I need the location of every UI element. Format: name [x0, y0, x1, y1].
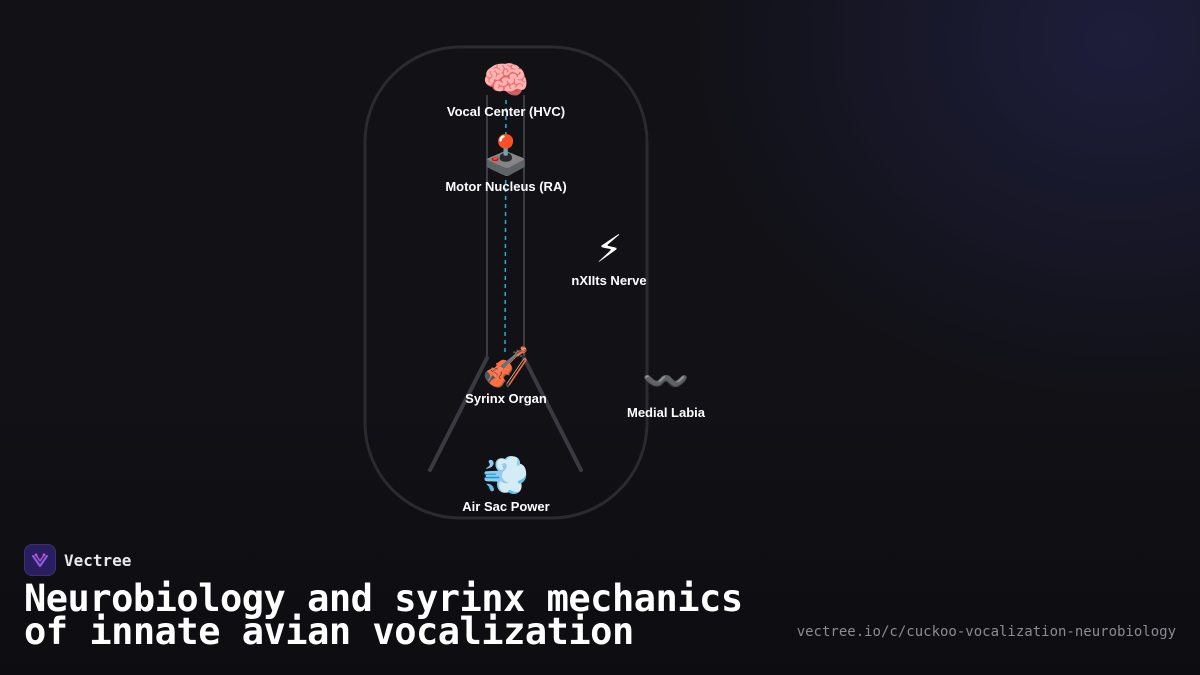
- node-ra: 🕹️ Motor Nucleus (RA): [445, 133, 566, 194]
- vectree-logo-icon: [24, 544, 56, 576]
- node-labia-label: Medial Labia: [626, 405, 706, 420]
- node-labia: 〰️ Medial Labia: [627, 359, 705, 420]
- brand-name: Vectree: [64, 550, 132, 570]
- node-syrinx: 🎻 Syrinx Organ: [465, 345, 547, 406]
- node-hvc-label: Vocal Center (HVC): [446, 104, 566, 119]
- node-syrinx-label: Syrinx Organ: [465, 391, 547, 406]
- node-hvc: 🧠 Vocal Center (HVC): [447, 58, 565, 119]
- vocalization-diagram: 🧠 Vocal Center (HVC) 🕹️ Motor Nucleus (R…: [363, 45, 705, 520]
- neural-signal-path: [504, 99, 507, 356]
- joystick-icon: 🕹️: [482, 133, 530, 177]
- node-airsac-label: Air Sac Power: [462, 499, 550, 514]
- bronchus-left: [428, 356, 489, 472]
- lightning-icon: ⚡: [595, 227, 623, 271]
- node-ra-label: Motor Nucleus (RA): [445, 179, 567, 194]
- brain-icon: 🧠: [482, 58, 530, 102]
- page-url[interactable]: vectree.io/c/cuckoo-vocalization-neurobi…: [796, 624, 1176, 640]
- node-airsac: 💨 Air Sac Power: [462, 453, 549, 514]
- page-title: Neurobiology and syrinx mechanics of inn…: [24, 577, 743, 653]
- bronchus-right: [522, 356, 583, 472]
- dash-wind-icon: 💨: [482, 453, 530, 497]
- diagram-lines: [363, 45, 649, 520]
- violin-icon: 🎻: [482, 345, 530, 389]
- body-outline: [363, 45, 649, 520]
- node-nerve: ⚡ nXIIts Nerve: [571, 227, 646, 288]
- node-nerve-label: nXIIts Nerve: [571, 273, 647, 288]
- wavy-dash-icon: 〰️: [642, 359, 690, 403]
- brand[interactable]: Vectree: [24, 544, 131, 576]
